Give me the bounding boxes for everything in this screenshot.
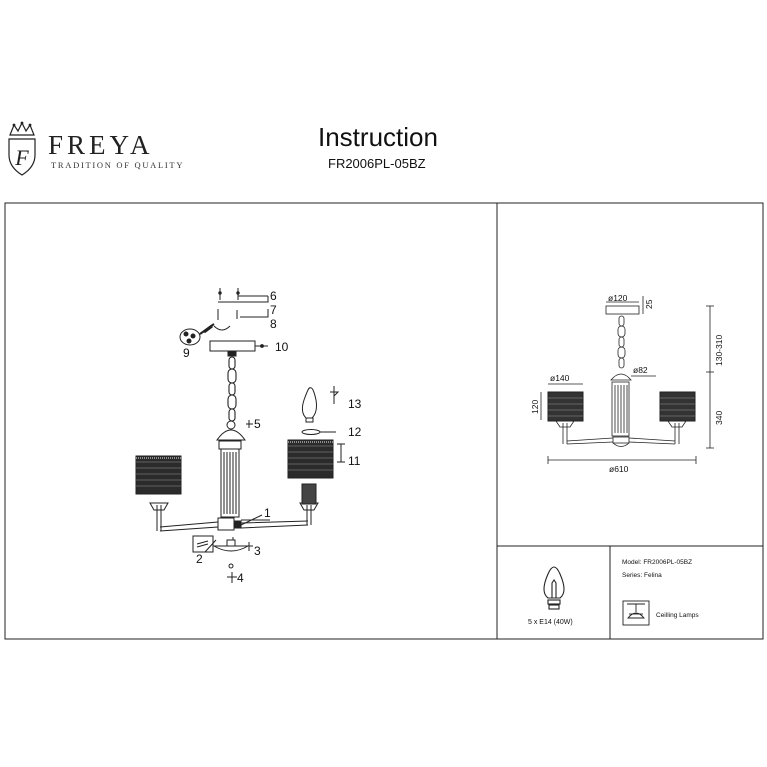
dim-shade-height: 120 — [530, 400, 540, 414]
dim-body-height: 340 — [714, 411, 724, 425]
brand-name: FREYA — [48, 130, 154, 160]
part-label-6: 6 — [270, 289, 277, 303]
dim-canopy-height: 25 — [644, 299, 654, 309]
info-series: Series: Felina — [622, 572, 662, 579]
part-label-3: 3 — [254, 544, 261, 558]
part-label-9: 9 — [183, 346, 190, 360]
sheet-border — [4, 202, 764, 640]
assembly-diagram — [149, 288, 345, 583]
document-title: Instruction — [318, 122, 438, 152]
freya-crest-logo: F — [8, 121, 36, 176]
dim-shade-diameter: ø140 — [550, 373, 570, 383]
part-label-13: 13 — [348, 397, 362, 411]
brand-tagline: TRADITION OF QUALITY — [51, 160, 185, 170]
dim-canopy-diameter: ø120 — [608, 293, 628, 303]
crest-monogram: F — [14, 145, 29, 170]
bulb-spec: 5 x E14 (40W) — [528, 619, 573, 626]
left-shade — [135, 455, 182, 495]
part-label-1: 1 — [264, 506, 271, 520]
dimension-shade-right — [659, 391, 696, 422]
right-shade — [287, 439, 334, 479]
part-labels: 1 2 3 4 5 6 7 8 9 10 11 12 13 — [183, 289, 362, 585]
dimension-shade-left — [547, 391, 584, 422]
document-model-code: FR2006PL-05BZ — [328, 156, 426, 171]
part-label-7: 7 — [270, 303, 277, 317]
dimension-diagram — [540, 296, 714, 464]
bulb-icon — [543, 566, 565, 610]
dim-column-diameter: ø82 — [633, 365, 648, 375]
part-label-12: 12 — [348, 425, 362, 439]
part-label-11: 11 — [348, 454, 361, 468]
part-label-4: 4 — [237, 571, 244, 585]
part-label-8: 8 — [270, 317, 277, 331]
part-label-2: 2 — [196, 552, 203, 566]
dim-chain-range: 130-310 — [714, 335, 724, 366]
part-label-5: 5 — [254, 417, 261, 431]
part-label-10: 10 — [275, 340, 289, 354]
info-model: Model: FR2006PL-05BZ — [622, 559, 693, 566]
dim-total-width: ø610 — [609, 464, 629, 474]
info-lamp-type: Ceilling Lamps — [656, 612, 699, 619]
dimension-labels: ø120 25 130-310 ø82 ø140 120 340 ø610 — [530, 293, 724, 474]
ceiling-lamp-icon — [622, 600, 650, 626]
